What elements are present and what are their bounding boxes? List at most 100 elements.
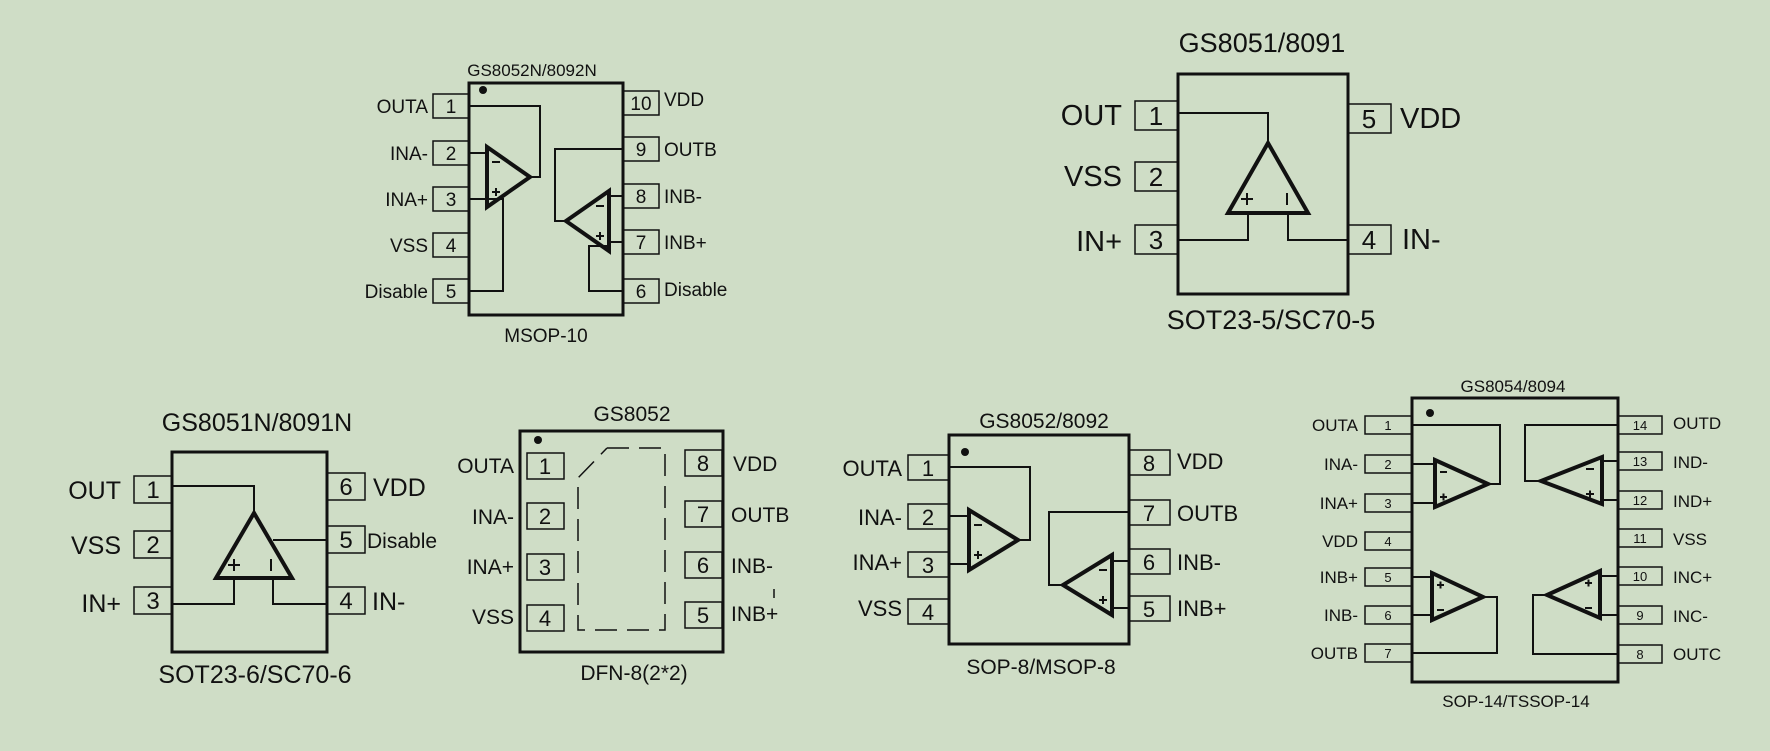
pin-number: 9 <box>1636 608 1643 623</box>
pin-number: 1 <box>446 97 457 118</box>
pin-label: OUT <box>1061 100 1123 132</box>
pin-box <box>133 475 173 504</box>
pin-number: 1 <box>1149 101 1163 131</box>
wire <box>172 485 255 513</box>
package-label: SOP-8/MSOP-8 <box>966 656 1115 679</box>
pin1-dot <box>961 448 969 456</box>
pin-label: OUT <box>68 477 121 505</box>
pin-label: VDD <box>664 90 704 111</box>
pin-label: IN- <box>372 588 405 616</box>
pin-number: 4 <box>922 600 934 625</box>
pin-box <box>326 586 366 615</box>
opamp-b-symbol <box>1059 551 1114 619</box>
pin-number: 5 <box>446 282 457 303</box>
pin-number: 3 <box>922 553 934 578</box>
pin-label: INA+ <box>852 550 902 575</box>
wire <box>1178 112 1269 143</box>
pin-label: VDD <box>733 453 777 476</box>
pin-number: 1 <box>539 454 551 479</box>
pin-label: INC- <box>1673 607 1708 626</box>
pin-number: 2 <box>922 505 934 530</box>
pin-label: INC+ <box>1673 568 1712 587</box>
pin-box <box>1617 528 1663 548</box>
part-title: GS8052 <box>593 403 670 426</box>
pin-number: 7 <box>636 233 647 254</box>
wire <box>469 198 504 292</box>
pin-label: INA- <box>472 506 514 529</box>
pin-label: INA+ <box>385 190 428 211</box>
pin1-dot <box>534 436 542 444</box>
package-label: SOT23-5/SC70-5 <box>1167 305 1376 335</box>
part-title: GS8054/8094 <box>1461 377 1566 396</box>
wire <box>1178 213 1249 241</box>
package-label: MSOP-10 <box>504 326 587 347</box>
pin-box <box>526 452 565 480</box>
opamp-symbol <box>212 509 296 580</box>
pin-number: 7 <box>1143 501 1155 526</box>
pin-number: 13 <box>1633 454 1647 469</box>
wire <box>172 578 235 605</box>
pin-label: OUTA <box>457 455 514 478</box>
pin-number: 14 <box>1633 418 1647 433</box>
pin-box <box>907 598 950 625</box>
opamp-b-symbol <box>1430 569 1488 624</box>
pin-box <box>326 472 366 501</box>
pin-label: IND- <box>1673 453 1708 472</box>
pin-number: 7 <box>697 502 709 527</box>
pin-number: 6 <box>1143 550 1155 575</box>
pin-label: VSS <box>858 596 902 621</box>
pin-number: 4 <box>446 236 457 257</box>
pin-box <box>684 449 723 477</box>
pin-number: 8 <box>1636 647 1643 662</box>
pin-number: 2 <box>446 144 457 165</box>
pin-number: 2 <box>1149 162 1163 192</box>
opamp-c-symbol <box>1542 567 1602 622</box>
part-title: GS8052N/8092N <box>467 61 596 80</box>
pin-number: 2 <box>146 532 159 559</box>
pin-number: 5 <box>1362 104 1376 134</box>
pin-label: IN+ <box>1076 226 1122 258</box>
pin-box <box>1128 449 1171 476</box>
package-body <box>1176 72 1350 296</box>
pin-label: VDD <box>1400 103 1461 135</box>
pin-label: INB- <box>664 187 702 208</box>
pin-number: 10 <box>630 94 651 115</box>
pin-label: INA- <box>858 505 902 530</box>
exposed-pad <box>577 447 666 631</box>
wire <box>1532 594 1618 655</box>
wire <box>1048 511 1129 586</box>
pin-label: VDD <box>1177 449 1223 474</box>
pin-number: 8 <box>636 187 647 208</box>
wire <box>1524 424 1618 482</box>
pin-label: INB+ <box>731 603 778 626</box>
wire <box>1287 213 1348 241</box>
opamp-b-symbol <box>562 187 611 255</box>
pin-label: OUTA <box>377 97 429 118</box>
pin-number: 6 <box>339 474 352 501</box>
pin-label: Disable <box>365 282 428 303</box>
pin-label: OUTB <box>1177 501 1238 526</box>
pin-number: 1 <box>922 456 934 481</box>
pin-label: INB- <box>1324 606 1358 625</box>
pin-label: VSS <box>1673 530 1707 549</box>
pin-label: INB+ <box>1177 596 1227 621</box>
pin-number: 4 <box>1362 225 1376 255</box>
pin-number: 5 <box>1384 570 1391 585</box>
pin-box <box>526 502 565 530</box>
pin-number: 6 <box>697 553 709 578</box>
pin-label: OUTB <box>664 140 717 161</box>
package-body <box>170 450 329 654</box>
pin-number: 12 <box>1633 493 1647 508</box>
pin-number: 5 <box>697 603 709 628</box>
pin-label: OUTC <box>1673 645 1721 664</box>
pin-box <box>684 601 723 629</box>
wire <box>1412 424 1501 485</box>
pin-number: 6 <box>1384 608 1391 623</box>
wire <box>949 466 1031 541</box>
pin-label: OUTB <box>731 504 789 527</box>
pin-number: 1 <box>1384 418 1391 433</box>
pin-box <box>526 604 565 632</box>
pin-number: 3 <box>1384 496 1391 511</box>
pin-box <box>1134 161 1179 192</box>
